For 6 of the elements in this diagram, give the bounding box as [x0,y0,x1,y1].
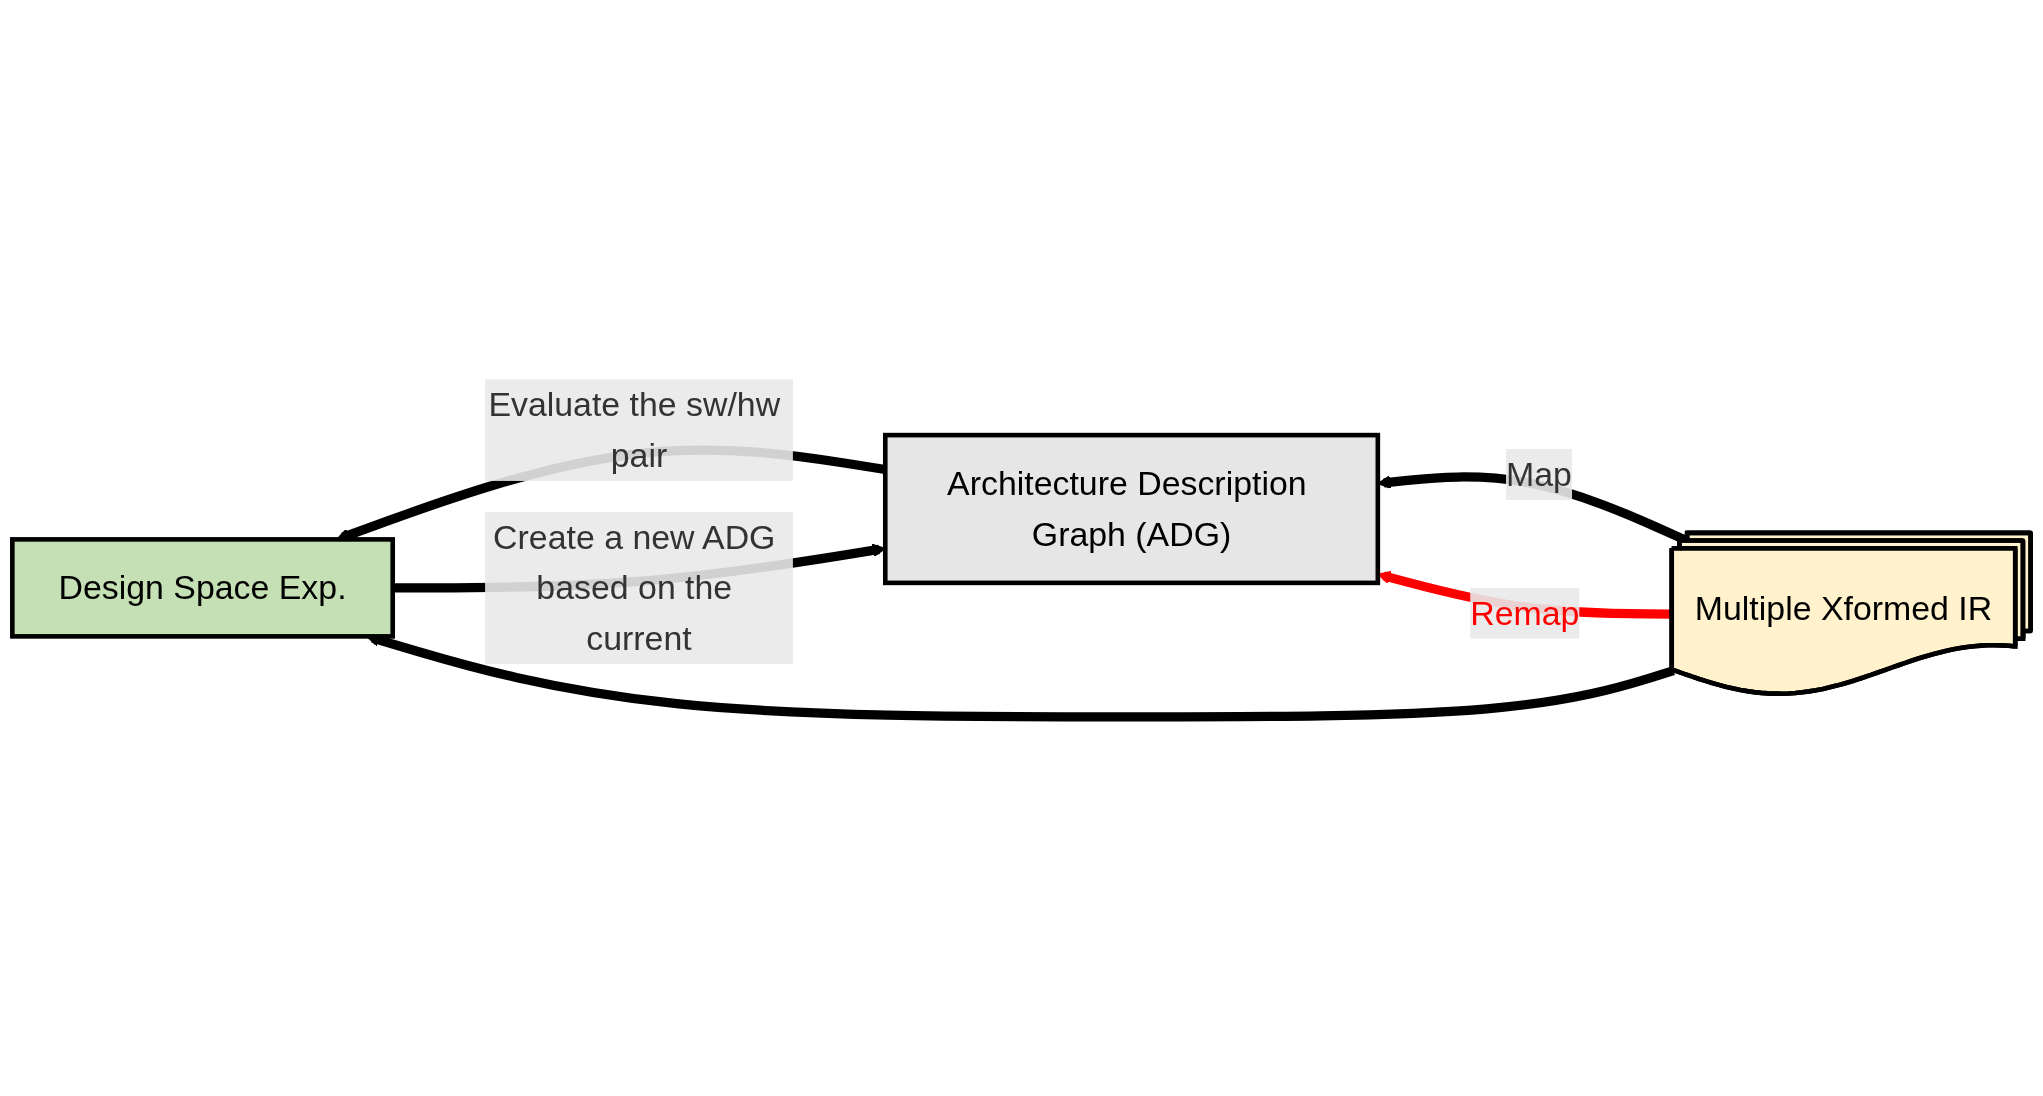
edge-label: Remap [1470,593,1580,633]
edge-label: Map [1505,455,1572,494]
node-box: Design Space Exp. [10,537,395,639]
edge-label: Evaluate the sw/hw pair [488,385,781,475]
node-box: Architecture Description Graph (ADG) [882,432,1381,586]
edge-label: Create a new ADG based on the current [493,517,776,658]
